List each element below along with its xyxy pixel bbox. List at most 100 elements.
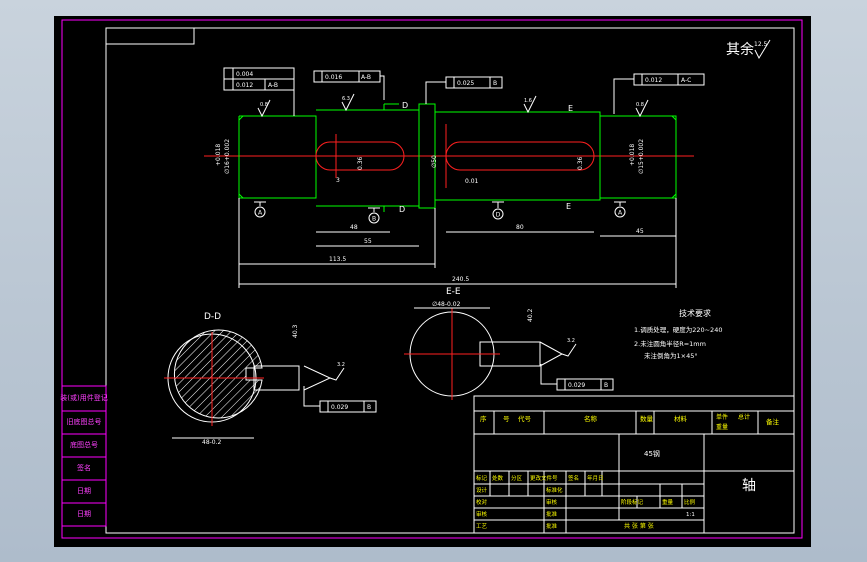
section-e-top-label: E [568, 104, 573, 113]
gdt-box2-value: 0.016 [325, 74, 342, 81]
roughness-other-value: 12.5 [754, 41, 768, 48]
tb-sheets: 共 张 第 张 [624, 522, 654, 530]
tb-audit: 审核 [476, 510, 488, 518]
tb-header-material: 材料 [674, 414, 688, 423]
gdt-box1-line1: 0.004 [236, 71, 253, 78]
tech-req-title: 技术要求 [679, 308, 711, 318]
outer-border [61, 19, 803, 539]
section-ee-view: E-E ∅48-0.02 40.2 3.2 [404, 287, 577, 400]
left-table-cell-4: 签名 [77, 463, 91, 472]
tb-rev-doc: 更改文件号 [530, 474, 558, 482]
dim-right-tolerance: +0.018 [629, 144, 636, 166]
datum-a-left: A [258, 210, 263, 217]
drawing-canvas: 装(或)用件登记 旧底图总号 底图总号 签名 日期 日期 其余 12.5 [60, 19, 803, 539]
dim-113-5: 113.5 [329, 256, 346, 263]
gdt-frames: 0.004 0.012 A-B 0.016 A-B 0.025 B 0.012 … [223, 67, 705, 413]
tb-header-name: 名称 [584, 414, 598, 423]
left-table-cell-5: 日期 [77, 487, 91, 495]
dim-48: 48 [350, 224, 358, 231]
tech-req-line2: 2.未注圆角半径R=1mm [634, 339, 706, 348]
tb-rev-sign: 签名 [568, 474, 579, 482]
tb-header-total: 总计 [738, 413, 750, 421]
left-table-cell-3: 底图总号 [70, 440, 98, 449]
tb-scale-value: 1:1 [686, 512, 695, 518]
tb-rev-count: 处数 [492, 474, 504, 482]
tb-review: 审核 [546, 498, 558, 506]
roughness-ee-keyway: 3.2 [567, 338, 575, 344]
gdt-box5-ref: B [367, 404, 371, 411]
tb-weight: 重量 [662, 498, 674, 506]
technical-requirements: 技术要求 1.调质处理，硬度为220~240 2.未注圆角半径R=1mm 未注倒… [634, 308, 722, 360]
dim-chamfer: 0.01 [465, 178, 479, 185]
datum-symbols: A B D A [254, 201, 626, 224]
section-ee-title: E-E [446, 287, 461, 297]
general-roughness: 其余 12.5 [726, 39, 771, 60]
tech-req-line3: 未注倒角为1×45° [644, 351, 698, 360]
section-e-bottom-label: E [566, 202, 571, 211]
datum-a-right: A [618, 210, 623, 217]
dim-left-tolerance: +0.018 [215, 144, 222, 166]
tb-approve-2: 批准 [546, 522, 558, 530]
tb-check: 校对 [476, 498, 488, 506]
roughness-mid: 1.6 [524, 98, 532, 104]
roughness-dd-keyway: 3.2 [337, 362, 345, 368]
dim-240-5: 240.5 [452, 276, 469, 283]
roughness-symbols: 0.8 6.3 1.6 0.8 [257, 93, 649, 118]
tech-req-line1: 1.调质处理，硬度为220~240 [634, 325, 722, 334]
tb-approve: 批准 [546, 510, 558, 518]
tb-craft: 工艺 [476, 523, 488, 530]
section-marks: D D E E [383, 101, 573, 214]
dim-ee-depth: 40.2 [527, 308, 534, 322]
gdt-box3-ref: B [493, 80, 497, 87]
dim-left-diameter: ∅16+0.002 [224, 139, 231, 174]
title-block: 序 号 代号 名称 数量 材料 单件 总计 重量 备注 45钢 轴 标记 处数 … [473, 395, 795, 534]
tb-design: 设计 [476, 486, 488, 494]
tb-part-name: 轴 [742, 478, 756, 494]
gdt-box3-value: 0.025 [457, 80, 474, 87]
tb-header-code: 号 [503, 415, 510, 423]
section-dd-view: D-D 48-0.2 40.3 3.2 [164, 312, 345, 446]
main-view-dimensions: +0.018 ∅16+0.002 0.36 ∅50 0.36 +0.018 ∅1… [215, 139, 677, 288]
gdt-box6-ref: B [604, 382, 608, 389]
tb-header-qty: 数量 [640, 414, 654, 423]
inner-border [105, 27, 795, 534]
section-d-bottom-label: D [399, 205, 405, 214]
roughness-left-end: 0.8 [260, 102, 268, 108]
dim-ee-diameter: ∅48-0.02 [432, 301, 461, 308]
left-table-cell-2: 旧底图总号 [67, 417, 102, 426]
dim-keyway-left: 0.36 [357, 156, 364, 170]
tb-material: 45钢 [644, 449, 660, 458]
gdt-box2-ref: A-B [361, 74, 371, 81]
dim-45: 45 [636, 228, 644, 235]
dim-55: 55 [364, 238, 372, 245]
tb-standardization: 标准化 [546, 486, 563, 494]
tb-rev-date: 年月日 [587, 474, 604, 482]
left-side-table: 装(或)用件登记 旧底图总号 底图总号 签名 日期 日期 [60, 385, 108, 527]
gdt-box4-ref: A-C [681, 77, 691, 84]
dim-keyway-right: 0.36 [577, 156, 584, 170]
gdt-box5-value: 0.029 [331, 404, 348, 411]
roughness-general: 6.3 [342, 96, 350, 102]
dim-collar-diameter: ∅50 [431, 155, 438, 168]
section-dd-title: D-D [204, 312, 221, 322]
tb-header-dai: 代号 [518, 414, 532, 423]
datum-b: B [372, 216, 376, 223]
tb-rev-mark: 标记 [476, 474, 488, 482]
gdt-box6-value: 0.029 [568, 382, 585, 389]
roughness-right-end: 0.8 [636, 102, 644, 108]
tb-stage-mark: 阶段标记 [621, 498, 644, 506]
tb-header-no: 序 [480, 414, 487, 423]
tb-scale: 比例 [684, 498, 696, 506]
tb-rev-zone: 分区 [511, 474, 523, 482]
left-table-cell-1: 装(或)用件登记 [60, 393, 107, 402]
dim-3: 3 [336, 177, 340, 184]
dim-dd-depth: 40.3 [292, 324, 299, 338]
gdt-box1-line2-ref: A-B [268, 82, 278, 89]
dim-80: 80 [516, 224, 524, 231]
datum-d: D [496, 212, 501, 219]
gdt-box1-line2-value: 0.012 [236, 82, 253, 89]
roughness-other-label: 其余 [726, 41, 754, 58]
corner-box [105, 27, 195, 45]
dim-dd-width: 48-0.2 [202, 439, 222, 446]
shaft-main-view [204, 103, 694, 209]
